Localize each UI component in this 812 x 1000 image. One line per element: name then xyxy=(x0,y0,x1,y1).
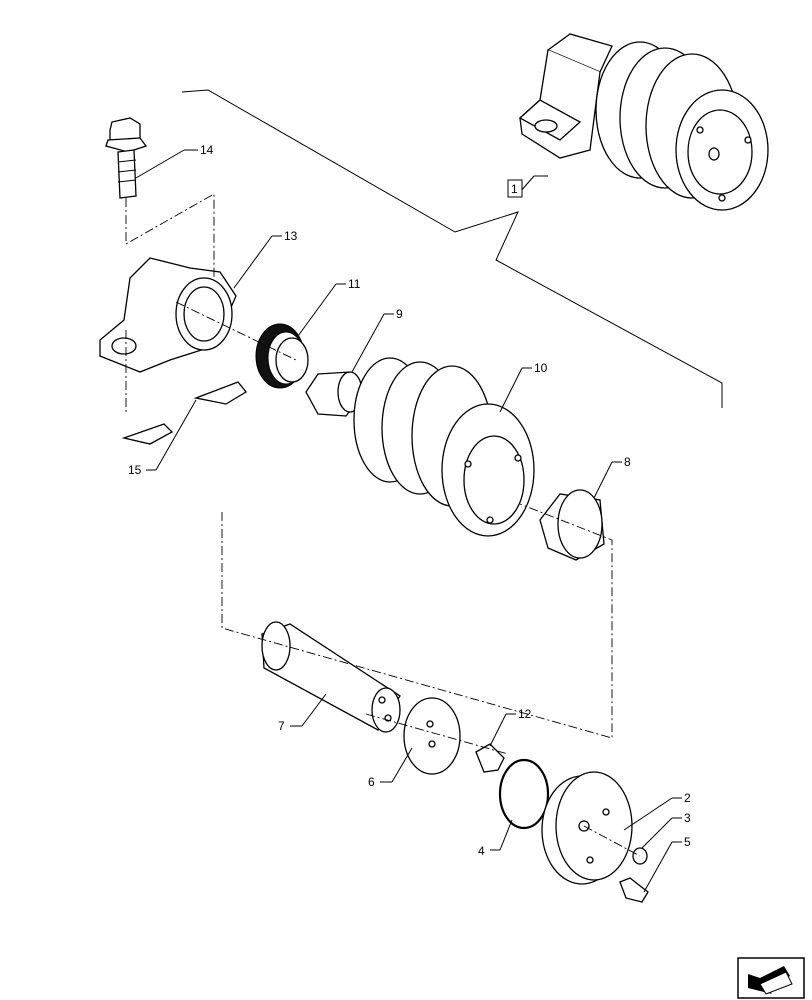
alignment-lines xyxy=(125,193,641,857)
callout-8: 8 xyxy=(624,455,631,469)
callout-1: 1 xyxy=(511,182,518,196)
callout-3: 3 xyxy=(684,811,691,825)
callout-4: 4 xyxy=(478,844,485,858)
separator-lines xyxy=(181,89,723,408)
callout-9: 9 xyxy=(396,307,403,321)
callout-7: 7 xyxy=(278,719,285,733)
cover-2 xyxy=(541,771,633,885)
assembled-roller xyxy=(518,33,769,211)
o-ring-4 xyxy=(498,758,550,830)
bolt-12 xyxy=(475,743,505,773)
callout-12: 12 xyxy=(518,707,532,721)
callout-13: 13 xyxy=(284,229,298,243)
roller-10 xyxy=(353,357,535,537)
plate-6 xyxy=(403,697,461,775)
seal-11 xyxy=(255,323,309,389)
leader-lines xyxy=(135,149,682,893)
bracket-13 xyxy=(99,257,237,373)
callout-11: 11 xyxy=(348,277,361,291)
callout-1-box xyxy=(507,179,523,198)
callout-14: 14 xyxy=(200,143,214,157)
shaft-7 xyxy=(261,621,401,733)
callout-5: 5 xyxy=(684,835,691,849)
callout-15: 15 xyxy=(128,463,142,477)
next-page-arrow-icon[interactable] xyxy=(737,957,805,999)
callout-labels: 1 2 3 4 5 6 7 8 9 10 11 12 13 14 15 xyxy=(128,143,691,858)
callout-6: 6 xyxy=(368,775,375,789)
collar-8 xyxy=(539,489,605,561)
callout-10: 10 xyxy=(534,361,548,375)
bolt-5 xyxy=(619,877,649,903)
callout-2: 2 xyxy=(684,791,691,805)
shims-15 xyxy=(121,381,247,445)
bolt-14 xyxy=(105,117,148,199)
bushing-9 xyxy=(305,371,363,417)
